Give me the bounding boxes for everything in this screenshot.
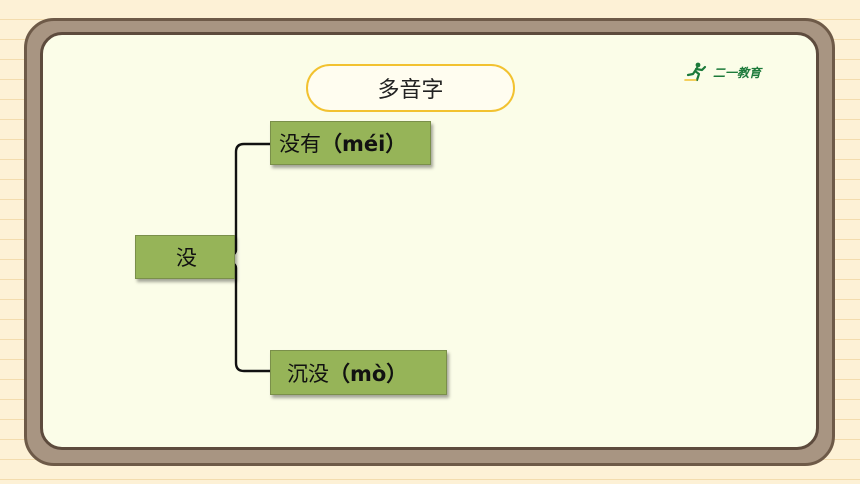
branch-pinyin: （méi） xyxy=(321,132,407,156)
page-title: 多音字 xyxy=(306,64,515,112)
branch-box-mo: 沉没（mò） xyxy=(270,350,447,395)
branch-word: 没有 xyxy=(279,132,321,156)
logo: 二一教育 xyxy=(684,60,761,84)
branch-word: 沉没 xyxy=(287,361,329,386)
title-text: 多音字 xyxy=(377,78,444,103)
root-char-box: 没 xyxy=(135,235,235,279)
branch-box-mei: 没有（méi） xyxy=(270,121,431,165)
runner-icon xyxy=(684,62,707,82)
logo-text: 二一教育 xyxy=(713,65,762,80)
root-char: 没 xyxy=(176,246,197,270)
branch-pinyin: （mò） xyxy=(329,361,408,386)
